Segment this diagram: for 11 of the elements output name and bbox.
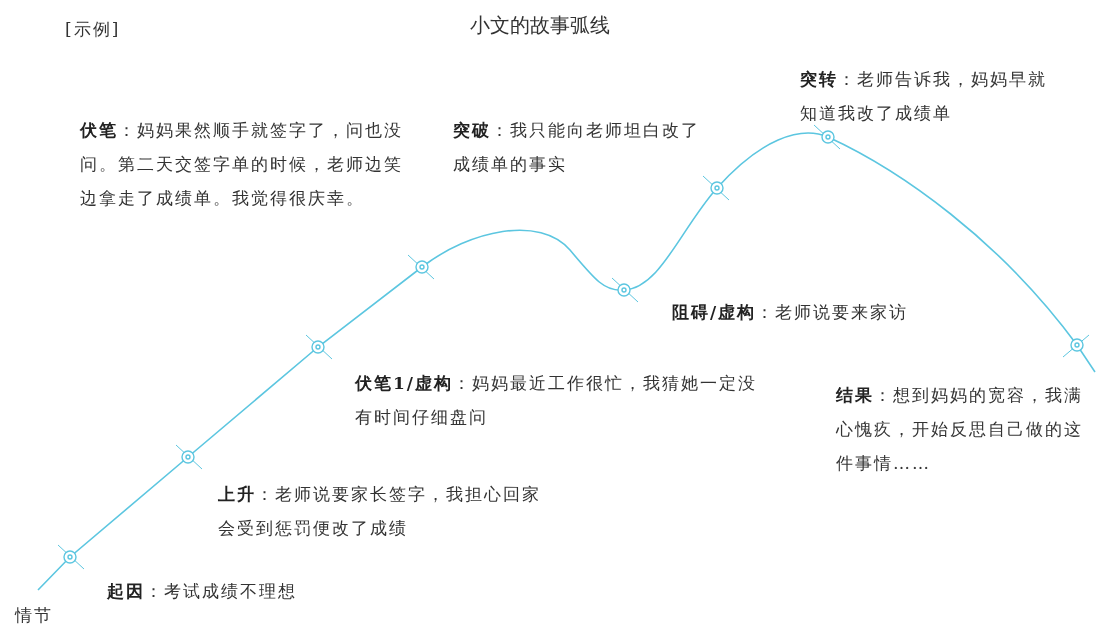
- plot-note: 阻碍/虚构：老师说要来家访: [672, 301, 910, 324]
- axis-label: 情节: [15, 604, 54, 627]
- plot-note: 突转：老师告诉我，妈妈早就知道我改了成绩单: [800, 68, 1048, 125]
- plot-note: 伏笔：妈妈果然顺手就签字了，问也没问。第二天交签字单的时候，老师边笑边拿走了成绩单。我觉得很庆幸。: [80, 119, 404, 210]
- plot-note: 上升：老师说要家长签字，我担心回家会受到惩罚便改了成绩: [218, 483, 542, 540]
- plot-note: 结果：想到妈妈的宽容，我满心愧疚，开始反思自己做的这件事情……: [836, 384, 1084, 475]
- plot-note: 起因：考试成绩不理想: [107, 580, 298, 603]
- diagram-title: 小文的故事弧线: [470, 12, 610, 39]
- example-tag: [示例]: [65, 12, 185, 46]
- plot-note: 伏笔1/虚构：妈妈最近工作很忙，我猜她一定没有时间仔细盘问: [355, 372, 759, 429]
- plot-note: 突破：我只能向老师坦白改了成绩单的事实: [453, 119, 701, 176]
